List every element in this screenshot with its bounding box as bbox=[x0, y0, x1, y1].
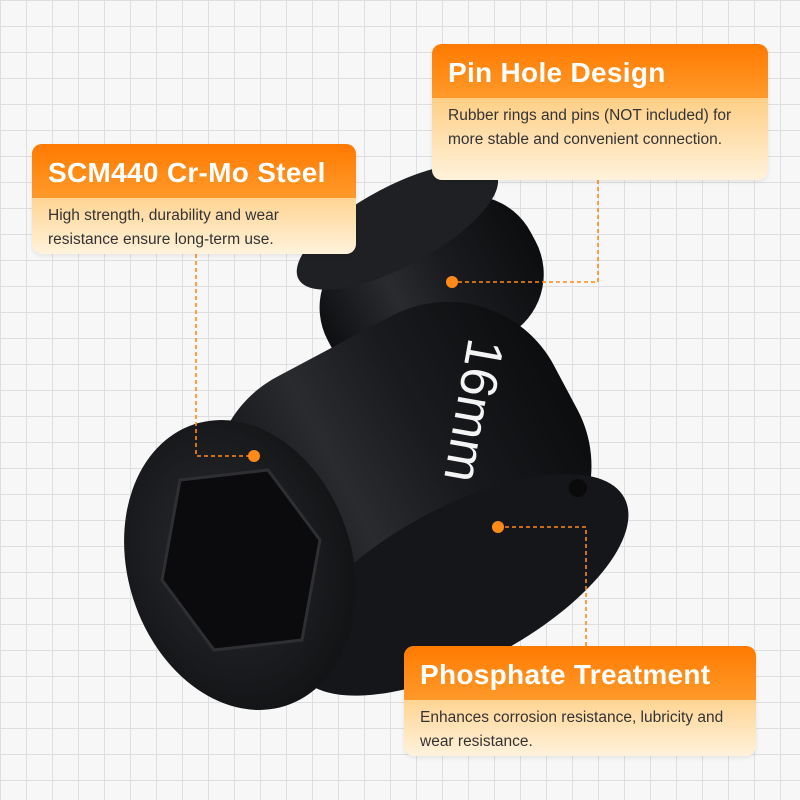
callout-pin: Pin Hole Design Rubber rings and pins (N… bbox=[432, 44, 768, 180]
callout-pin-description: Rubber rings and pins (NOT included) for… bbox=[448, 107, 732, 148]
leader-line-phosphate bbox=[498, 526, 587, 646]
callout-steel-description: High strength, durability and wear resis… bbox=[48, 207, 279, 248]
pin-hole bbox=[569, 479, 587, 497]
callout-steel-title: SCM440 Cr-Mo Steel bbox=[32, 144, 356, 198]
callout-dot-phosphate bbox=[492, 521, 504, 533]
callout-dot-steel bbox=[248, 450, 260, 462]
leader-lines bbox=[195, 180, 599, 646]
callout-dot-pin bbox=[446, 276, 458, 288]
leader-line-steel bbox=[195, 254, 254, 457]
callout-steel: SCM440 Cr-Mo Steel High strength, durabi… bbox=[32, 144, 356, 254]
callout-pin-title: Pin Hole Design bbox=[432, 44, 768, 98]
callout-phosphate-description: Enhances corrosion resistance, lubricity… bbox=[420, 709, 724, 750]
callout-phosphate: Phosphate Treatment Enhances corrosion r… bbox=[404, 646, 756, 756]
callout-phosphate-title: Phosphate Treatment bbox=[404, 646, 756, 700]
leader-line-pin bbox=[452, 180, 599, 283]
socket-hex-opening bbox=[124, 420, 356, 710]
